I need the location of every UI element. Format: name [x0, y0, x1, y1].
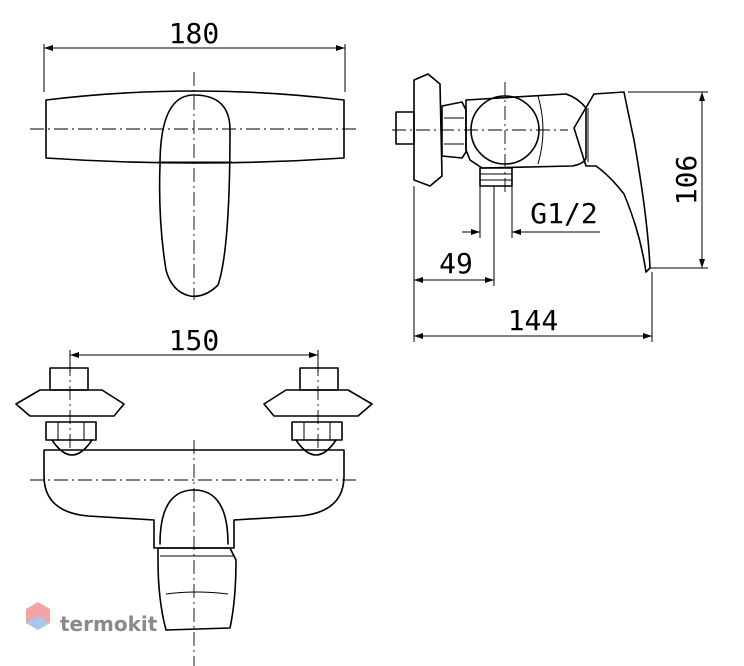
body-outline [45, 90, 345, 164]
right-nut [291, 421, 343, 441]
top-view: 180 [30, 17, 360, 300]
right-flange [263, 389, 373, 417]
lever-handle-side [573, 91, 651, 273]
left-flange [15, 389, 125, 417]
watermark: termokit [26, 602, 158, 636]
dimension-106: 106 [670, 155, 703, 206]
wall-flange [413, 73, 443, 187]
dimension-thread: G1/2 [530, 197, 597, 230]
right-connector [299, 367, 339, 391]
mixer-body [465, 93, 587, 169]
dimension-180: 180 [169, 17, 220, 50]
dimension-144: 144 [508, 304, 559, 337]
left-connector [49, 367, 89, 391]
brand-logo-icon [26, 602, 50, 630]
brand-name: termokit [60, 612, 158, 636]
dimension-150: 150 [169, 324, 220, 357]
outlet-thread [479, 167, 513, 187]
dimension-49: 49 [439, 247, 473, 280]
left-nut [45, 421, 97, 441]
lever-handle [158, 94, 231, 298]
front-view: 150 [15, 324, 373, 666]
wall-connector [395, 111, 415, 145]
lever-front [157, 547, 237, 631]
side-view: 106 G1/2 49 144 [392, 73, 708, 342]
mixer-body-front [43, 449, 345, 549]
